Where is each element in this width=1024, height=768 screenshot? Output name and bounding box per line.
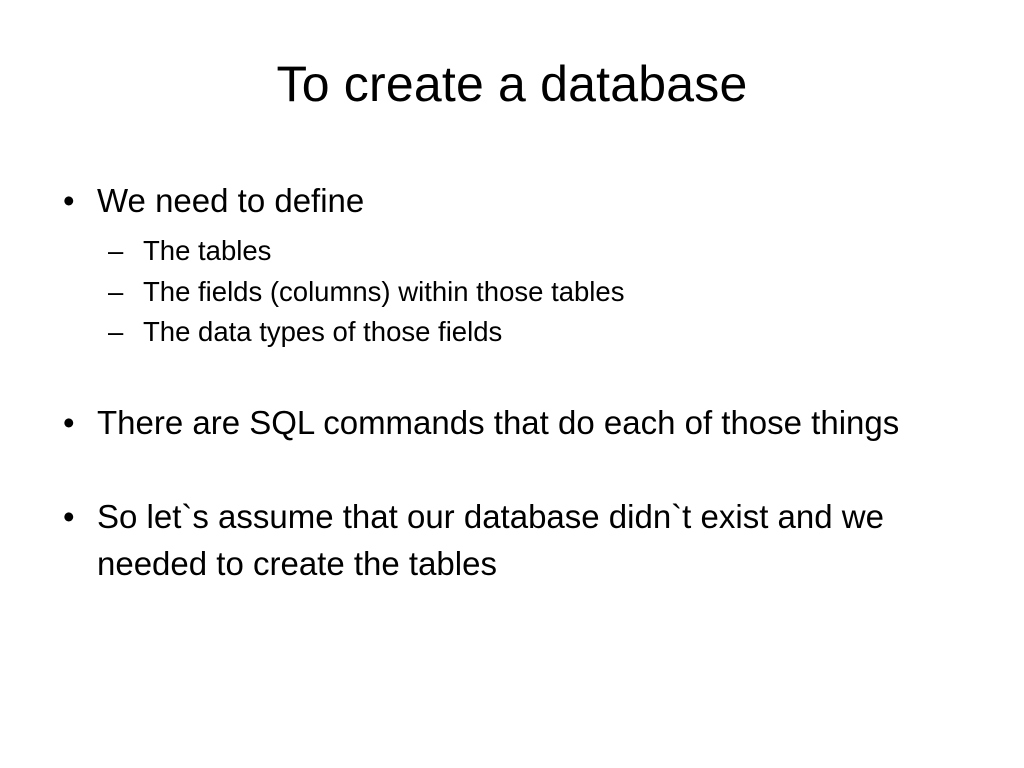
sub-bullet-text: The tables — [143, 234, 272, 266]
bullet-dash-icon: – — [108, 316, 124, 348]
sub-bullet-list: – The tables – The fields (columns) with… — [60, 225, 980, 353]
bullet-text: There are SQL commands that do each of t… — [97, 403, 900, 441]
bullet-dash-icon: – — [108, 234, 124, 266]
bullet-dash-icon: – — [108, 275, 124, 307]
bullet-dot-icon: • — [63, 497, 75, 535]
bullet-dot-icon: • — [63, 403, 75, 441]
bullet-dot-icon: • — [63, 182, 75, 219]
bullet-item-level1: • There are SQL commands that do each of… — [60, 400, 980, 447]
bullet-item-level2: – The tables — [108, 231, 980, 272]
bullet-item-level1: • So let`s assume that our database didn… — [60, 494, 980, 588]
spacer — [60, 353, 980, 400]
bullet-item-level1: • We need to define — [60, 178, 980, 225]
bullet-group: • We need to define – The tables – The f… — [60, 178, 980, 353]
page-title: To create a database — [276, 56, 748, 112]
bullet-item-level2: – The data types of those fields — [108, 312, 980, 353]
slide-body: • We need to define – The tables – The f… — [60, 178, 980, 588]
sub-bullet-text: The data types of those fields — [143, 316, 503, 348]
bullet-group: • There are SQL commands that do each of… — [60, 400, 980, 447]
bullet-item-level2: – The fields (columns) within those tabl… — [108, 272, 980, 313]
bullet-group: • So let`s assume that our database didn… — [60, 494, 980, 588]
sub-bullet-text: The fields (columns) within those tables — [143, 275, 625, 307]
bullet-text: So let`s assume that our database didn`t… — [97, 497, 884, 582]
bullet-text: We need to define — [97, 182, 365, 219]
spacer — [60, 447, 980, 494]
